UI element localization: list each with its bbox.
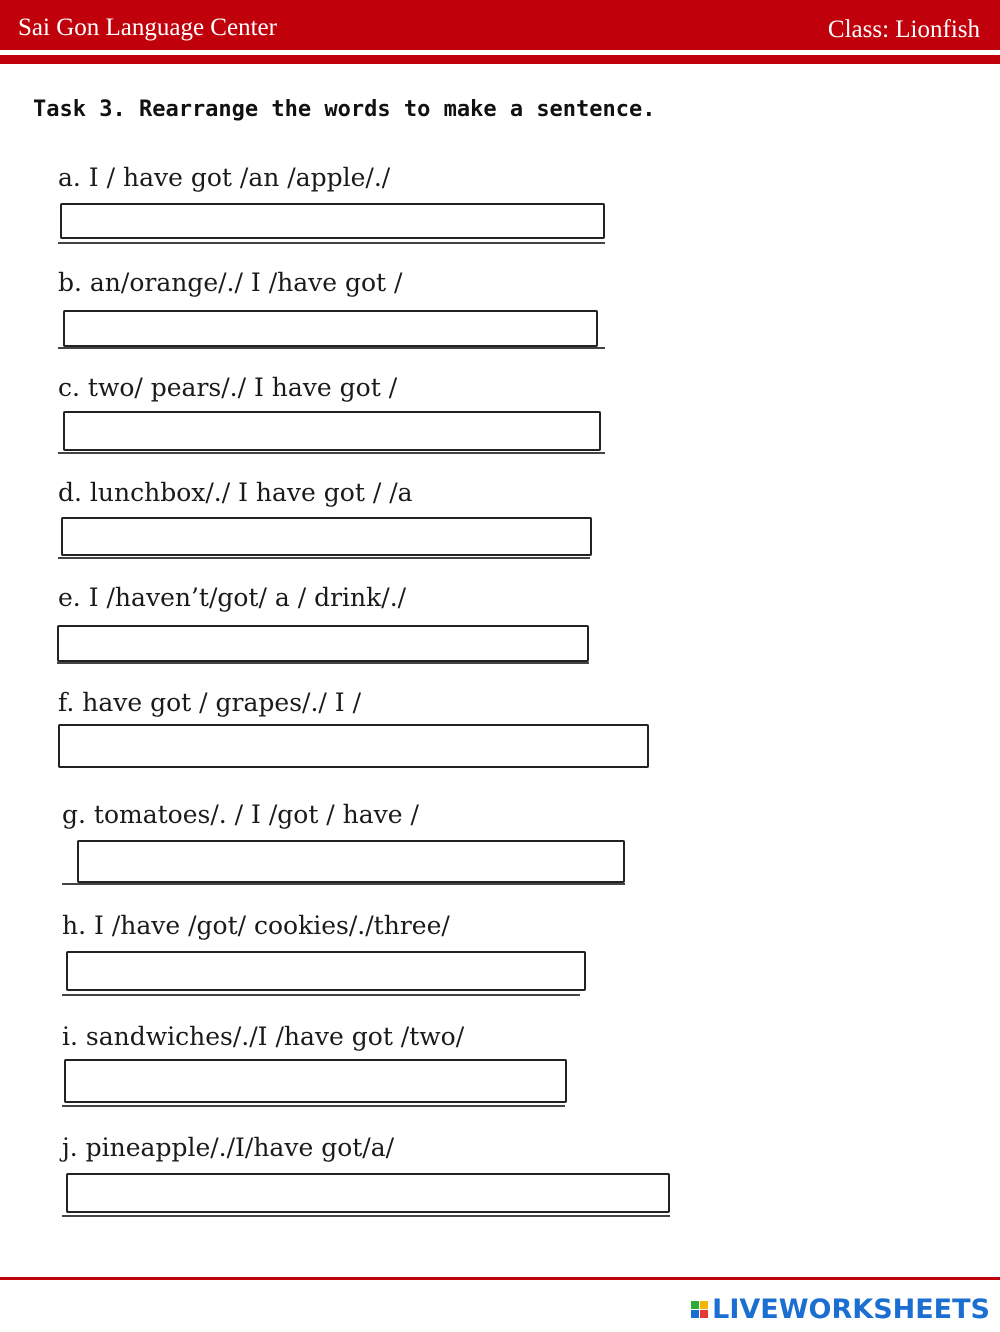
item-prompt-j: j. pineapple/./I/have got/a/ — [62, 1133, 395, 1162]
liveworksheets-logo: LIVEWORKSHEETS — [691, 1293, 990, 1325]
center-name: Sai Gon Language Center — [18, 14, 277, 41]
answer-field-h[interactable] — [66, 951, 586, 991]
item-prompt-a: a. I / have got /an /apple/./ — [58, 163, 391, 192]
item-prompt-f: f. have got / grapes/./ I / — [58, 688, 362, 717]
answer-field-a[interactable] — [60, 203, 605, 239]
answer-field-d[interactable] — [61, 517, 592, 556]
answer-underline — [58, 347, 605, 349]
answer-underline — [62, 883, 625, 885]
item-prompt-d: d. lunchbox/./ I have got / /a — [58, 478, 413, 507]
answer-underline — [57, 662, 589, 664]
answer-field-e[interactable] — [57, 625, 589, 662]
header-rule — [0, 55, 1000, 64]
item-prompt-i: i. sandwiches/./I /have got /two/ — [62, 1022, 465, 1051]
item-prompt-b: b. an/orange/./ I /have got / — [58, 268, 403, 297]
task-title: Task 3. Rearrange the words to make a se… — [33, 97, 656, 122]
answer-underline — [58, 452, 605, 454]
answer-field-i[interactable] — [64, 1059, 567, 1103]
answer-field-c[interactable] — [63, 411, 601, 451]
answer-underline — [58, 557, 590, 559]
item-prompt-c: c. two/ pears/./ I have got / — [58, 373, 398, 402]
answer-field-b[interactable] — [63, 310, 598, 347]
footer-rule — [0, 1277, 1000, 1280]
item-prompt-g: g. tomatoes/. / I /got / have / — [62, 800, 419, 829]
answer-underline — [62, 1105, 565, 1107]
header-divider — [0, 50, 1000, 55]
page-header: Sai Gon Language Center Class: Lionfish — [0, 0, 1000, 50]
class-label: Class: Lionfish — [827, 16, 980, 43]
answer-underline — [58, 242, 605, 244]
answer-underline — [62, 1215, 670, 1217]
answer-field-g[interactable] — [77, 840, 625, 883]
item-prompt-e: e. I /haven’t/got/ a / drink/./ — [58, 583, 407, 612]
logo-text: LIVEWORKSHEETS — [712, 1293, 990, 1325]
logo-icon — [691, 1300, 709, 1318]
answer-underline — [62, 994, 580, 996]
answer-field-j[interactable] — [66, 1173, 670, 1213]
item-prompt-h: h. I /have /got/ cookies/./three/ — [62, 911, 450, 940]
answer-field-f[interactable] — [58, 724, 649, 768]
